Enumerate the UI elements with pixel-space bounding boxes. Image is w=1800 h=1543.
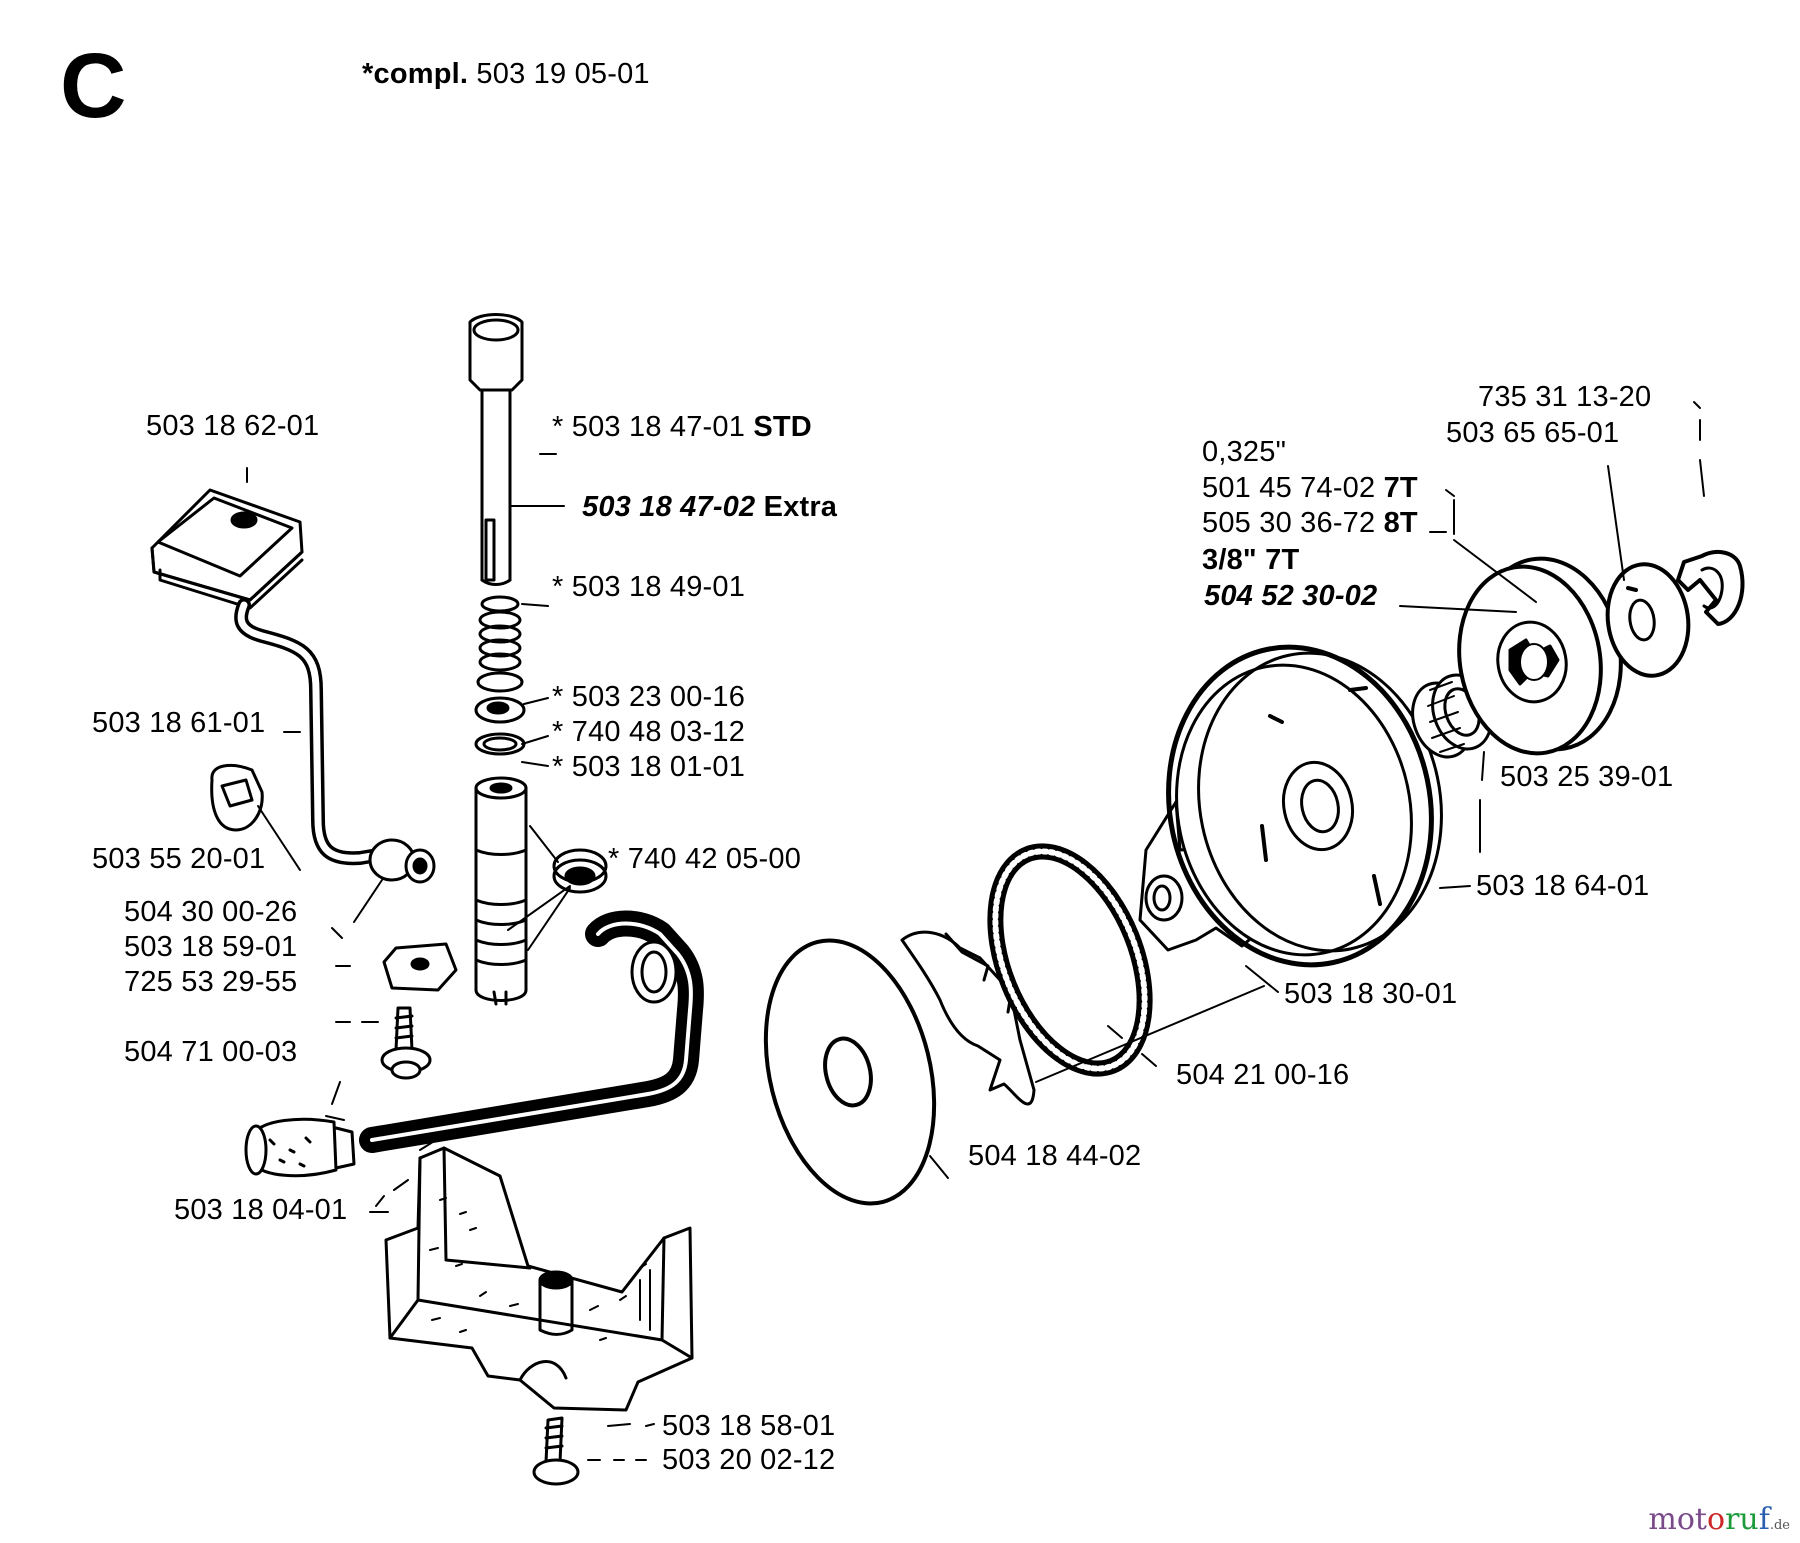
- leader-lines: [246, 401, 1705, 1461]
- plug-part: [210, 763, 264, 832]
- oil-hose-part: [234, 598, 379, 866]
- watermark-logo: motoruf.de: [1648, 1502, 1790, 1537]
- label-oring-b: * 503 18 01-01: [552, 751, 746, 783]
- spring-stack-part: [474, 595, 526, 756]
- nipple-part: [368, 838, 436, 884]
- screw-a-part: [380, 1006, 432, 1080]
- washer-c-part: [763, 938, 937, 1206]
- label-pin-std-suffix: STD: [753, 411, 812, 443]
- label-bracket-2: 725 53 29-55: [124, 966, 298, 998]
- label-sprocket-8t: 505 30 36-72 8T: [1202, 509, 1418, 538]
- label-pin-extra-part: 503 18 47-02: [582, 491, 756, 523]
- label-washer-a: * 503 18 49-01: [552, 571, 746, 603]
- circlip-part: [1676, 549, 1745, 626]
- label-hose: 503 18 61-01: [92, 707, 266, 739]
- label-pin-extra: 503 18 47-02 Extra: [582, 493, 837, 522]
- label-nipple: 504 30 00-26: [124, 896, 298, 928]
- label-filter: 503 18 04-01: [174, 1194, 348, 1226]
- label-pin-std-part: * 503 18 47-01: [552, 411, 746, 443]
- filter-part: [244, 1117, 356, 1178]
- header-complete-set: *compl. 503 19 05-01: [362, 60, 650, 89]
- screw-b-part: [532, 1416, 580, 1486]
- label-seal: * 740 42 05-00: [608, 843, 802, 875]
- washer-b-part: [1605, 562, 1691, 678]
- label-bushing: * 503 23 00-16: [552, 681, 746, 713]
- label-sprocket-38: 504 52 30-02: [1204, 580, 1378, 612]
- clutch-spring-part: [987, 843, 1153, 1077]
- label-bracket: 503 18 59-01: [124, 931, 298, 963]
- label-clutch-spring: 504 21 00-16: [1176, 1059, 1350, 1091]
- label-oring-a: * 740 48 03-12: [552, 716, 746, 748]
- header-prefix: *compl.: [362, 58, 469, 90]
- section-letter: C: [60, 35, 127, 137]
- label-needle-bearing: 503 25 39-01: [1500, 761, 1674, 793]
- seal-part: [552, 848, 608, 894]
- bracket-part: [382, 942, 458, 992]
- label-sprocket-7t: 501 45 74-02 7T: [1202, 474, 1418, 503]
- label-screw-a: 504 71 00-03: [124, 1036, 298, 1068]
- label-washer-c: 504 18 44-02: [968, 1140, 1142, 1172]
- sprocket-part: [1457, 556, 1623, 756]
- label-sprocket-7t-suffix: 7T: [1383, 472, 1418, 504]
- label-washer-b: 503 65 65-01: [1446, 417, 1620, 449]
- pump-pin-part: [468, 313, 524, 586]
- label-plug: 503 55 20-01: [92, 843, 266, 875]
- label-size-0325: 0,325": [1202, 436, 1287, 468]
- label-sprocket-8t-suffix: 8T: [1383, 507, 1418, 539]
- label-size-38: 3/8" 7T: [1202, 544, 1300, 576]
- label-pin-std: * 503 18 47-01 STD: [552, 413, 812, 442]
- pump-housing-part: [384, 1146, 694, 1412]
- pump-pad-part: [150, 488, 304, 610]
- header-part-number: 503 19 05-01: [476, 58, 650, 90]
- label-clutch-hub: 503 18 30-01: [1284, 978, 1458, 1010]
- clutch-drum-part: [1166, 644, 1443, 968]
- label-pin-extra-suffix: Extra: [763, 491, 838, 523]
- suction-pipe-part: [359, 910, 704, 1153]
- label-clutch-drum: 503 18 64-01: [1476, 870, 1650, 902]
- pump-cylinder-part: [474, 776, 528, 1006]
- label-pump-pad: 503 18 62-01: [146, 410, 320, 442]
- label-circlip: 735 31 13-20: [1478, 381, 1652, 413]
- label-sprocket-7t-part: 501 45 74-02: [1202, 472, 1376, 504]
- label-pump-housing: 503 18 58-01: [662, 1410, 836, 1442]
- label-screw-b: 503 20 02-12: [662, 1444, 836, 1476]
- label-sprocket-8t-part: 505 30 36-72: [1202, 507, 1376, 539]
